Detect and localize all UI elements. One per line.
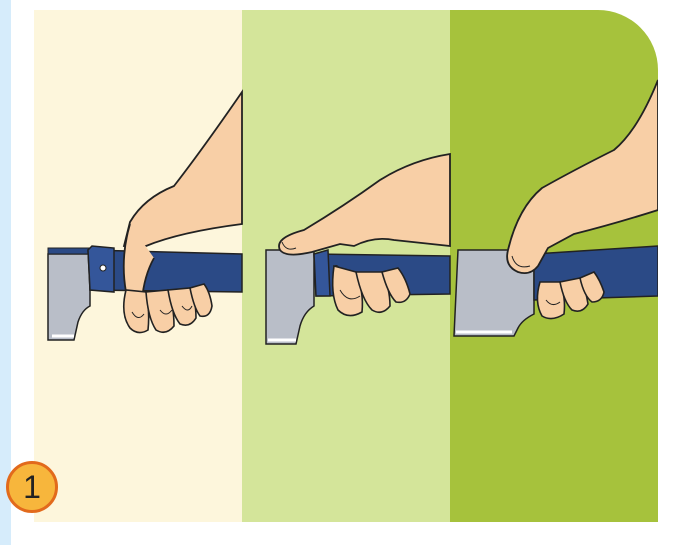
- knife-grip-illustration: [34, 10, 658, 522]
- knife-grip-panels: [34, 10, 658, 522]
- left-sidebar-strip: [0, 0, 11, 545]
- step-number-badge: 1: [6, 461, 58, 513]
